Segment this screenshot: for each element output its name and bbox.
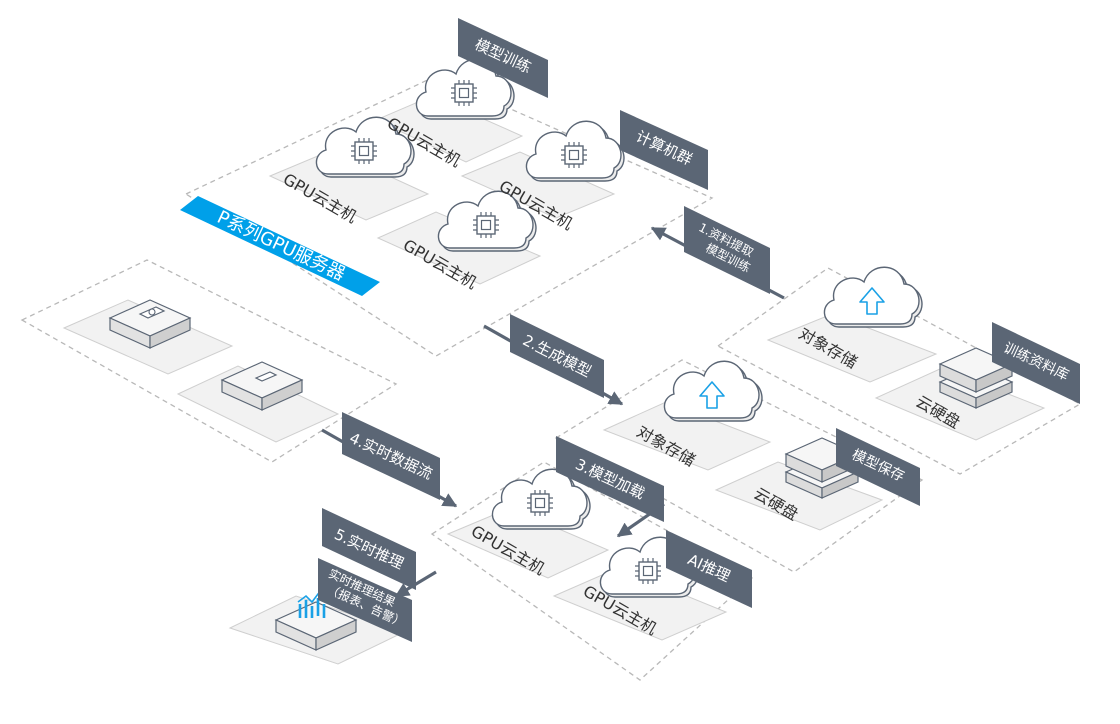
server-icon bbox=[221, 361, 303, 411]
step-tag-4: 4.实时数据流 bbox=[342, 412, 440, 500]
object-storage-icon bbox=[663, 360, 763, 422]
zone-training-data bbox=[716, 267, 1082, 475]
p-series-banner-label: P系列GPU服务器 bbox=[214, 207, 349, 285]
server-icon bbox=[109, 299, 191, 349]
zone-title-cluster: 计算机群 bbox=[620, 110, 708, 190]
step-tag-1: 1.资料提取 模型训练 bbox=[684, 206, 770, 294]
step-tag-2: 2.生成模型 bbox=[510, 314, 604, 398]
gpu-cloud-icon bbox=[525, 120, 625, 182]
zone-model-training bbox=[184, 75, 714, 357]
zone-model-save bbox=[554, 359, 924, 573]
zone-p-series-servers bbox=[20, 259, 398, 463]
object-storage-icon bbox=[823, 266, 923, 328]
